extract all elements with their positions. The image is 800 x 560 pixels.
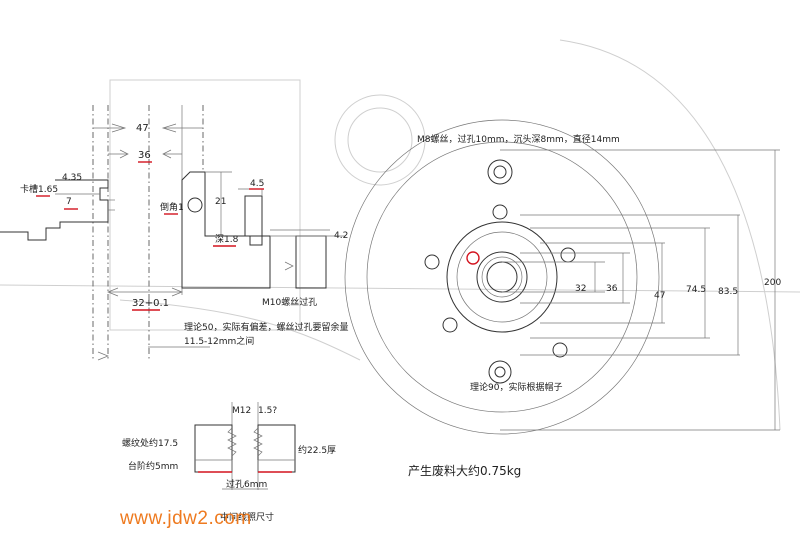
bolt-hole-5 <box>442 317 458 333</box>
hub-inner <box>476 251 528 303</box>
bolt-hole-top <box>487 159 513 185</box>
dim-4-2: 4.2 <box>334 231 348 241</box>
label-4-35: 4.35 <box>62 173 82 183</box>
note-line-2: 11.5-12mm之间 <box>184 335 254 347</box>
depth-label: 深1.8 <box>215 234 239 245</box>
background-scan-marks <box>0 39 800 431</box>
dim-32: 32+0.1 <box>132 298 169 309</box>
dim-32-plan: 32 <box>575 284 586 294</box>
thread-depth: 螺纹处约17.5 <box>122 437 178 449</box>
slot-label: 卡槽1.65 <box>20 183 58 195</box>
outer-circle <box>344 119 660 435</box>
bottom-text: 中间线照尺寸 <box>220 511 274 523</box>
chamfer-label: 倒角1 <box>160 201 184 213</box>
chamfer-circle <box>187 197 203 213</box>
dim-47-plan: 47 <box>654 291 665 301</box>
thread-right <box>253 427 263 457</box>
hole-label: M10螺丝过孔 <box>262 296 317 308</box>
watermark: www.jdw2.com <box>119 508 252 529</box>
hub-mid <box>456 231 548 323</box>
center-note: 理论90，实际根据帽子 <box>470 381 562 393</box>
left-profile <box>0 179 109 241</box>
hatched-section <box>181 171 271 289</box>
dim-36-plan: 36 <box>606 284 618 294</box>
bolt-hole-4 <box>560 247 576 263</box>
bolt-hole-bottom <box>488 360 512 384</box>
hub-outer <box>446 221 558 333</box>
step-label: 台阶约5mm <box>128 460 178 472</box>
thread-label: M12 <box>232 406 251 416</box>
detail-view: M12 1.5? 螺纹处约17.5 约22.5厚 台阶约5mm 过孔6mm 中间… <box>122 402 336 523</box>
bolt-hole-3 <box>424 254 440 270</box>
plan-view: 32 36 47 74.5 83.5 200 M8螺丝，过孔10mm，沉头深8m… <box>344 119 781 435</box>
bolt-hole-6 <box>552 342 568 358</box>
marker-circle <box>466 251 480 265</box>
thickness-label: 约22.5厚 <box>298 444 336 456</box>
label-1-5: 1.5? <box>258 406 277 416</box>
bore-outer <box>481 256 523 298</box>
dim-36: 36 <box>138 150 151 161</box>
label-7: 7 <box>66 197 72 207</box>
thread-left <box>227 427 237 457</box>
note-line-1: 理论50，实际有偏差，螺丝过孔要留余量 <box>184 321 348 333</box>
detail-right-block <box>257 424 296 473</box>
dim-83-5: 83.5 <box>718 287 738 297</box>
waste-note: 产生废料大约0.75kg <box>408 463 521 478</box>
detail-left-block <box>194 424 233 473</box>
boss <box>244 195 263 237</box>
outer-circle-2 <box>366 141 638 413</box>
bolt-hole-2 <box>492 204 508 220</box>
section-view: 47 36 4.35 卡槽1.65 7 倒角1 <box>0 105 348 361</box>
dim-200: 200 <box>764 278 781 288</box>
screw-note: M8螺丝，过孔10mm，沉头深8mm，直径14mm <box>417 133 620 145</box>
dim-21: 21 <box>215 197 226 207</box>
dim-74-5: 74.5 <box>686 285 706 295</box>
bore <box>486 261 518 293</box>
through-hole-label: 过孔6mm <box>226 478 267 490</box>
dim-4-5: 4.5 <box>250 179 264 189</box>
dim-47: 47 <box>136 123 149 134</box>
